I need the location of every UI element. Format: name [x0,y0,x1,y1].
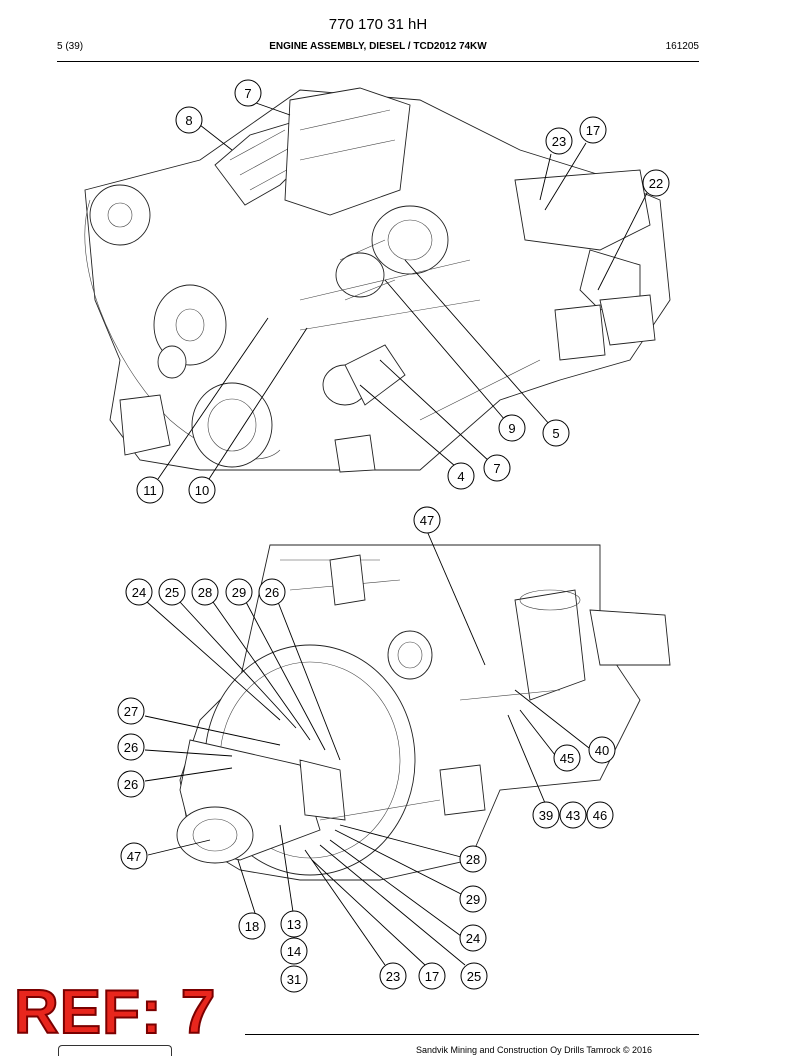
svg-text:11: 11 [143,483,157,498]
svg-text:24: 24 [132,585,146,600]
svg-text:23: 23 [552,134,566,149]
document-number: 770 170 31 hH [328,16,428,33]
callout-43: 43 [559,801,587,829]
page-title: ENGINE ASSEMBLY, DIESEL / TCD2012 74KW [269,41,487,52]
svg-text:46: 46 [593,808,607,823]
svg-text:9: 9 [508,421,515,436]
svg-text:17: 17 [425,969,439,984]
callout-26b: 26 [117,733,145,761]
svg-text:31: 31 [287,972,301,987]
callout-25b: 25 [460,962,488,990]
svg-text:40: 40 [595,743,609,758]
svg-text:14: 14 [287,944,301,959]
bottom-view-callouts: 47 24 25 28 29 26 27 26 26 47 40 45 39 4… [117,506,616,993]
callout-40: 40 [588,736,616,764]
svg-text:25: 25 [467,969,481,984]
svg-text:25: 25 [165,585,179,600]
callout-31: 31 [280,965,308,993]
callout-27: 27 [117,697,145,725]
svg-text:28: 28 [466,852,480,867]
svg-text:26: 26 [124,777,138,792]
svg-text:26: 26 [124,740,138,755]
callout-24: 24 [125,578,153,606]
svg-text:39: 39 [539,808,553,823]
callout-7: 7 [234,79,262,107]
svg-text:23: 23 [386,969,400,984]
svg-text:26: 26 [265,585,279,600]
top-view-leaders [157,102,648,480]
callout-8: 8 [175,106,203,134]
svg-text:4: 4 [457,469,464,484]
callout-28b: 28 [459,845,487,873]
svg-text:47: 47 [420,513,434,528]
callout-26c: 26 [117,770,145,798]
engine-bottom-view-drawing [176,544,671,881]
callout-11: 11 [136,476,164,504]
date-code: 161205 [665,41,699,52]
svg-text:29: 29 [466,892,480,907]
svg-text:43: 43 [566,808,580,823]
svg-text:18: 18 [245,919,259,934]
page-number: 5 (39) [57,41,84,52]
callout-13: 13 [280,910,308,938]
callout-24b: 24 [459,924,487,952]
svg-text:8: 8 [185,113,192,128]
callout-26: 26 [258,578,286,606]
footer-copyright: Sandvik Mining and Construction Oy Drill… [416,1045,653,1055]
sandvik-logo [58,1045,172,1056]
svg-text:29: 29 [232,585,246,600]
callout-47: 47 [413,506,441,534]
callout-9: 9 [498,414,526,442]
callout-39: 39 [532,801,560,829]
svg-text:28: 28 [198,585,212,600]
callout-10: 10 [188,476,216,504]
svg-text:45: 45 [560,751,574,766]
bottom-view-leaders [144,530,590,966]
callout-22: 22 [642,169,670,197]
callout-28: 28 [191,578,219,606]
callout-29: 29 [225,578,253,606]
callout-47b: 47 [120,842,148,870]
ref-stamp: REF: 7 [13,978,217,1047]
callout-29b: 29 [459,885,487,913]
callout-25: 25 [158,578,186,606]
svg-text:27: 27 [124,704,138,719]
callout-18: 18 [238,912,266,940]
svg-text:10: 10 [195,483,209,498]
callout-5: 5 [542,419,570,447]
svg-text:22: 22 [649,176,663,191]
svg-text:24: 24 [466,931,480,946]
svg-text:7: 7 [244,86,251,101]
svg-text:5: 5 [552,426,559,441]
callout-23b: 23 [379,962,407,990]
top-view-callouts: 7 8 23 17 22 9 5 7 4 11 10 [136,79,670,504]
callout-23: 23 [545,127,573,155]
header-rule [57,61,699,62]
callout-17: 17 [579,116,607,144]
svg-text:47: 47 [127,849,141,864]
callout-7b: 7 [483,454,511,482]
svg-text:17: 17 [586,123,600,138]
svg-text:7: 7 [493,461,500,476]
svg-text:13: 13 [287,917,301,932]
callout-14: 14 [280,937,308,965]
callout-4: 4 [447,462,475,490]
callout-17b: 17 [418,962,446,990]
callout-46: 46 [586,801,614,829]
callout-45: 45 [553,744,581,772]
engine-top-view-drawing [84,87,671,473]
footer-rule [245,1034,699,1035]
